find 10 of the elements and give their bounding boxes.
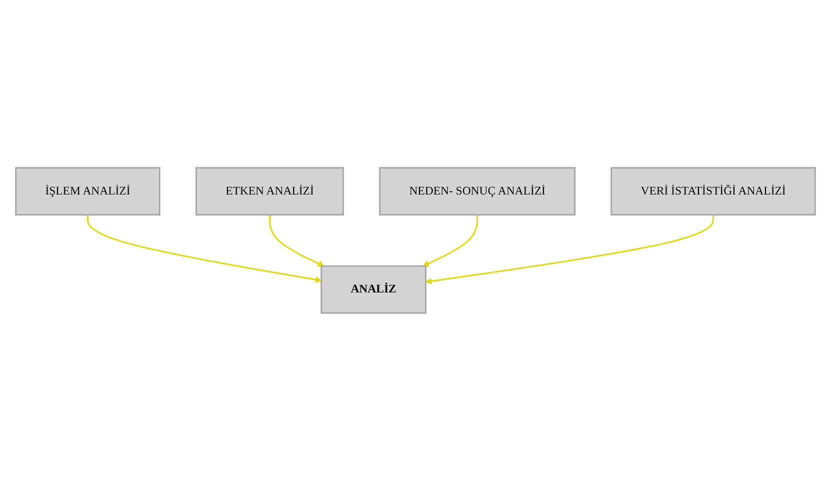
arrow xyxy=(425,214,714,284)
node-box xyxy=(196,166,344,216)
node-box xyxy=(379,166,576,216)
arrow xyxy=(422,214,478,266)
arrow xyxy=(269,214,324,266)
diagram: İŞLEM ANALİZİ ETKEN ANALİZİ ANALİZ NEDEN- SONUÇ ANALİZİ VERİ İSTATİSTİĞİ ANALİZİ xyxy=(10,162,821,318)
node-box xyxy=(610,166,816,216)
arrow xyxy=(87,214,322,282)
node-box xyxy=(15,166,160,216)
node-box xyxy=(320,264,426,314)
